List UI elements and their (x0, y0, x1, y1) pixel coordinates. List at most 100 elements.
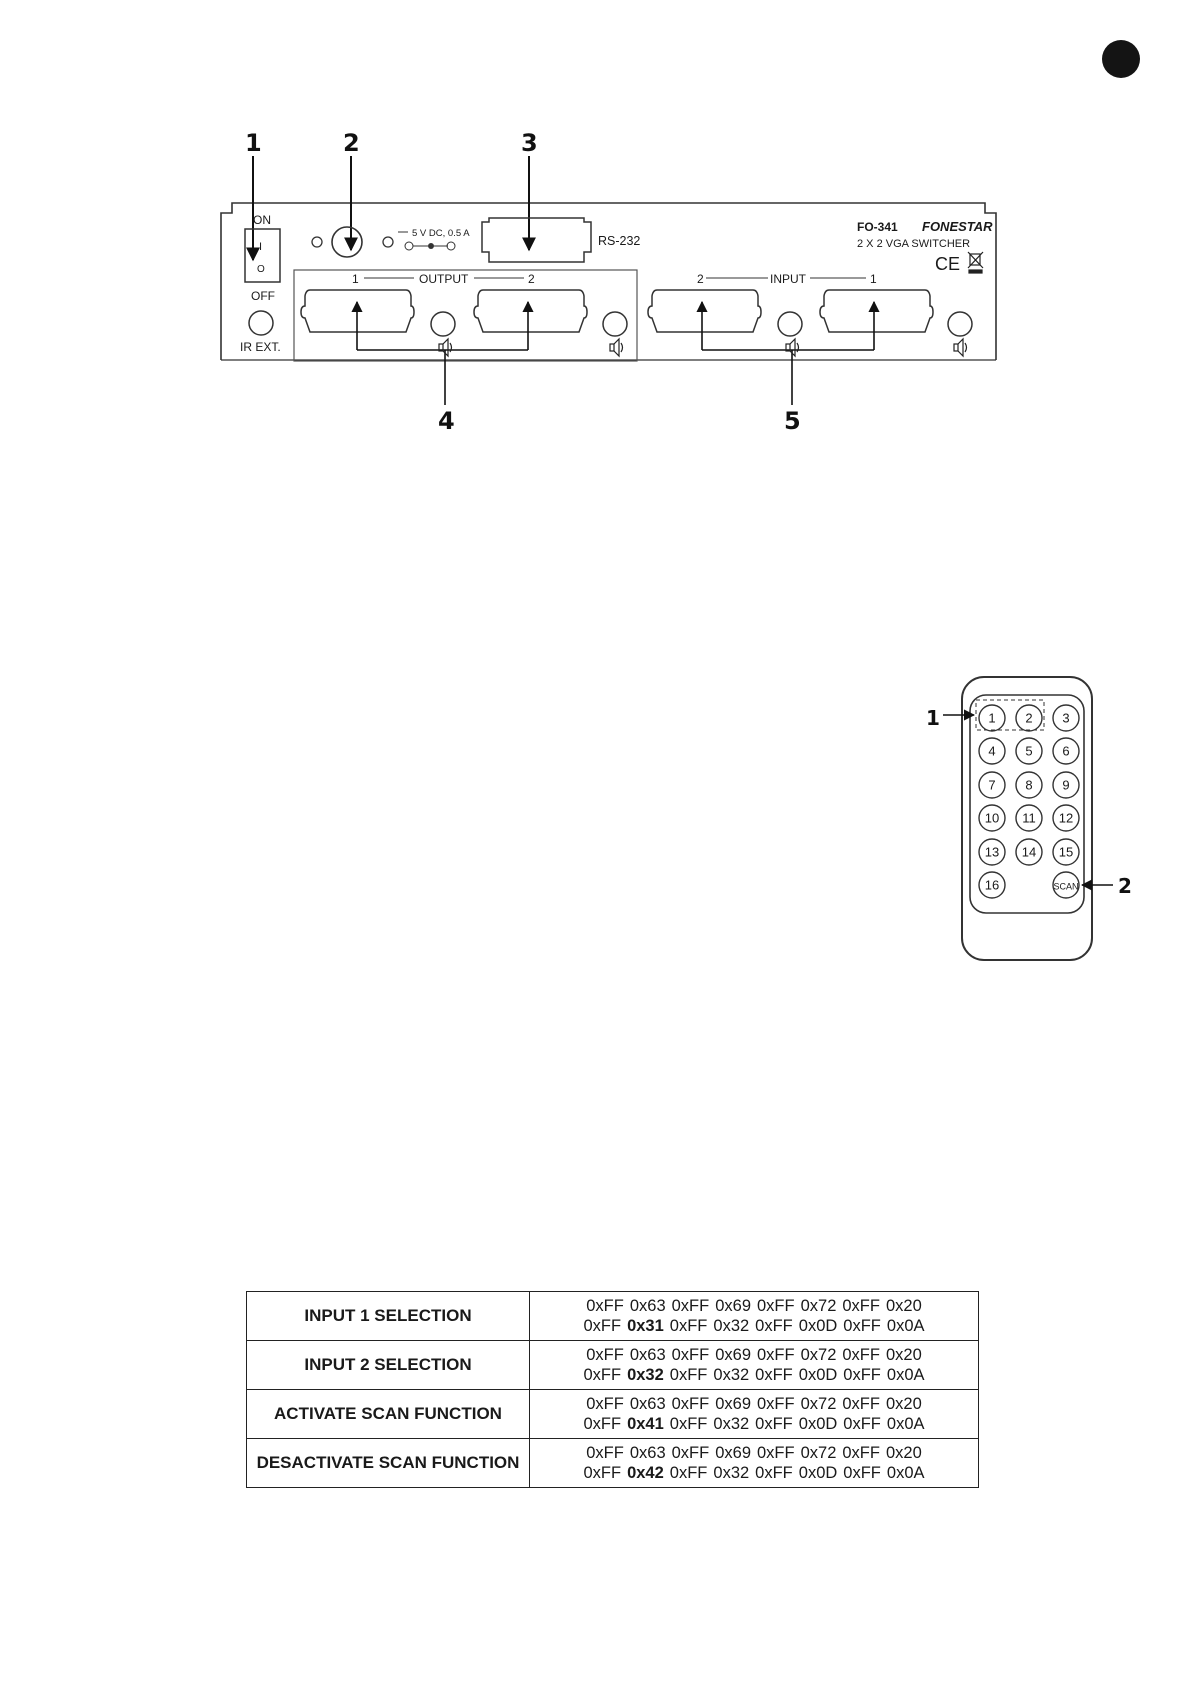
remote-callout-2: 2 (1118, 874, 1132, 898)
hex-byte: 0x20 (885, 1395, 922, 1413)
input-port-2-label: 2 (697, 272, 704, 286)
vga-input-1 (819, 289, 934, 333)
remote-button-label: SCAN (1053, 882, 1078, 892)
remote-button-label: 3 (1062, 711, 1069, 726)
hex-byte: 0x20 (885, 1444, 922, 1462)
hex-byte: 0xFF (843, 1415, 881, 1433)
remote-button-label: 14 (1022, 845, 1036, 860)
remote-button-7[interactable]: 7 (978, 771, 1006, 799)
remote-button-3[interactable]: 3 (1052, 704, 1080, 732)
output-label: OUTPUT (419, 272, 469, 286)
hex-byte: 0x0D (798, 1317, 838, 1335)
hex-byte: 0x63 (629, 1444, 666, 1462)
hex-byte: 0xFF (755, 1464, 793, 1482)
input-buttons-highlight (975, 699, 1045, 731)
hex-byte: 0x0A (886, 1415, 925, 1433)
power-led (311, 236, 323, 248)
hex-byte: 0xFF (669, 1464, 708, 1482)
hex-byte: 0xFF (671, 1444, 710, 1462)
remote-button-16[interactable]: 16 (978, 871, 1006, 899)
remote-button-scan[interactable]: SCAN (1052, 871, 1080, 899)
hex-byte: 0xFF (843, 1366, 881, 1384)
remote-button-11[interactable]: 11 (1015, 804, 1043, 832)
callout-3: 3 (521, 129, 538, 157)
hex-byte: 0xFF (842, 1297, 880, 1315)
remote-button-label: 15 (1059, 845, 1073, 860)
hex-byte: 0x32 (713, 1317, 750, 1335)
remote-button-6[interactable]: 6 (1052, 737, 1080, 765)
speaker-icon (609, 337, 624, 358)
hex-byte: 0xFF (757, 1297, 795, 1315)
audio-out-2-jack (602, 311, 628, 337)
hex-byte: 0xFF (757, 1395, 795, 1413)
input-port-1-label: 1 (870, 272, 877, 286)
remote-button-4[interactable]: 4 (978, 737, 1006, 765)
remote-button-label: 2 (1025, 711, 1032, 726)
remote-button-13[interactable]: 13 (978, 838, 1006, 866)
remote-button-8[interactable]: 8 (1015, 771, 1043, 799)
remote-button-12[interactable]: 12 (1052, 804, 1080, 832)
switch-off-label: OFF (251, 289, 275, 303)
hex-byte: 0xFF (671, 1395, 710, 1413)
hex-byte: 0xFF (586, 1297, 624, 1315)
remote-button-1[interactable]: 1 (978, 704, 1006, 732)
remote-button-label: 16 (985, 878, 999, 893)
hex-byte: 0xFF (583, 1366, 622, 1384)
remote-button-label: 10 (985, 811, 999, 826)
hex-byte: 0x69 (715, 1444, 751, 1462)
hex-byte: 0x32 (713, 1415, 750, 1433)
hex-byte: 0x63 (629, 1346, 666, 1364)
hex-byte: 0xFF (669, 1366, 708, 1384)
hex-byte: 0x0A (886, 1464, 925, 1482)
hex-byte: 0xFF (755, 1415, 793, 1433)
output-port-1-label: 1 (352, 272, 359, 286)
rear-panel-diagram: ON OFF I O IR EXT. 5 V DC, 0.5 A RS-232 … (220, 156, 997, 405)
remote-button-2[interactable]: 2 (1015, 704, 1043, 732)
hex-byte: 0xFF (669, 1415, 708, 1433)
remote-button-14[interactable]: 14 (1015, 838, 1043, 866)
command-name: ACTIVATE SCAN FUNCTION (246, 1389, 530, 1439)
remote-button-5[interactable]: 5 (1015, 737, 1043, 765)
hex-byte: 0x63 (629, 1297, 666, 1315)
product-name: 2 X 2 VGA SWITCHER (857, 238, 970, 250)
switch-on-symbol: I (259, 241, 262, 253)
command-name: DESACTIVATE SCAN FUNCTION (246, 1438, 530, 1488)
hex-byte: 0xFF (586, 1346, 624, 1364)
speaker-icon (953, 337, 968, 358)
remote-button-10[interactable]: 10 (978, 804, 1006, 832)
remote-button-label: 6 (1062, 744, 1069, 759)
rs232-port (481, 217, 592, 263)
remote-button-15[interactable]: 15 (1052, 838, 1080, 866)
hex-byte: 0x32 (713, 1464, 750, 1482)
ir-ext-jack (248, 310, 274, 336)
hex-byte: 0x41 (627, 1415, 664, 1433)
power-switch (244, 228, 281, 283)
power-spec-label: 5 V DC, 0.5 A (412, 228, 470, 239)
remote-button-label: 9 (1062, 778, 1069, 793)
remote-button-label: 11 (1022, 811, 1036, 826)
remote-button-9[interactable]: 9 (1052, 771, 1080, 799)
hex-byte: 0x0D (798, 1366, 838, 1384)
remote-body (961, 676, 1093, 961)
hex-byte: 0x0D (798, 1464, 838, 1482)
vga-output-1 (300, 289, 415, 333)
hex-byte: 0x32 (627, 1366, 664, 1384)
ir-led (382, 236, 394, 248)
audio-in-1-jack (947, 311, 973, 337)
remote-callout-1: 1 (926, 706, 940, 730)
hex-byte: 0xFF (583, 1464, 622, 1482)
hex-byte: 0xFF (755, 1366, 793, 1384)
hex-byte: 0x63 (629, 1395, 666, 1413)
hex-byte: 0xFF (843, 1317, 881, 1335)
